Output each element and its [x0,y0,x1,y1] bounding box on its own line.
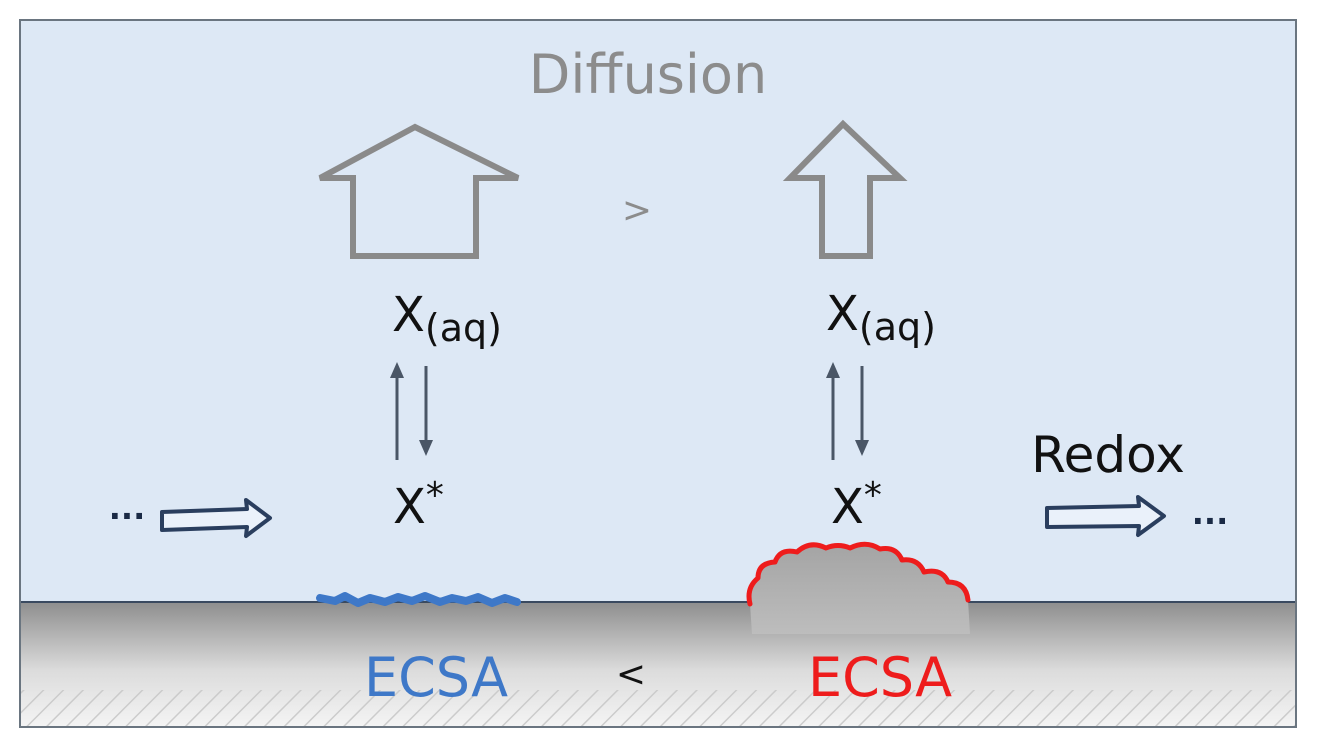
equilibrium-arrows-right [826,362,869,460]
diagram-frame [19,19,1297,728]
ecsa-label-left: ECSA [364,646,508,709]
equilibrium-arrows-left [390,362,433,460]
species-aqueous-right: X(aq) [826,286,936,349]
diffusion-arrow-small [782,119,908,259]
flow-arrow-right [1045,495,1166,537]
comparison-less: < [616,654,646,695]
diffusion-label: Diffusion [529,43,767,106]
rough-surface-outline [746,541,971,607]
species-aq-subscript: (aq) [425,306,502,350]
flat-active-surface [316,592,521,607]
diffusion-arrow-large [318,123,520,259]
ellipsis-right: ··· [1192,502,1228,540]
species-adsorbed-right: X* [831,475,882,535]
flow-arrow-left [160,498,272,538]
ellipsis-left: ··· [109,497,145,535]
species-base: X [392,287,425,343]
species-adsorbed-left: X* [393,475,444,535]
electrolyte-region [20,20,1296,602]
species-aqueous-left: X(aq) [392,287,502,350]
comparison-greater: > [622,190,652,231]
species-base: X [393,479,426,535]
species-base: X [831,479,864,535]
species-adsorbed-superscript: * [426,475,444,516]
species-aq-subscript: (aq) [859,305,936,349]
rough-active-surface [749,544,970,634]
species-adsorbed-superscript: * [864,475,882,516]
substrate-hatching [20,690,1296,727]
species-base: X [826,286,859,342]
ecsa-label-right: ECSA [808,646,952,709]
redox-label: Redox [1031,426,1185,484]
